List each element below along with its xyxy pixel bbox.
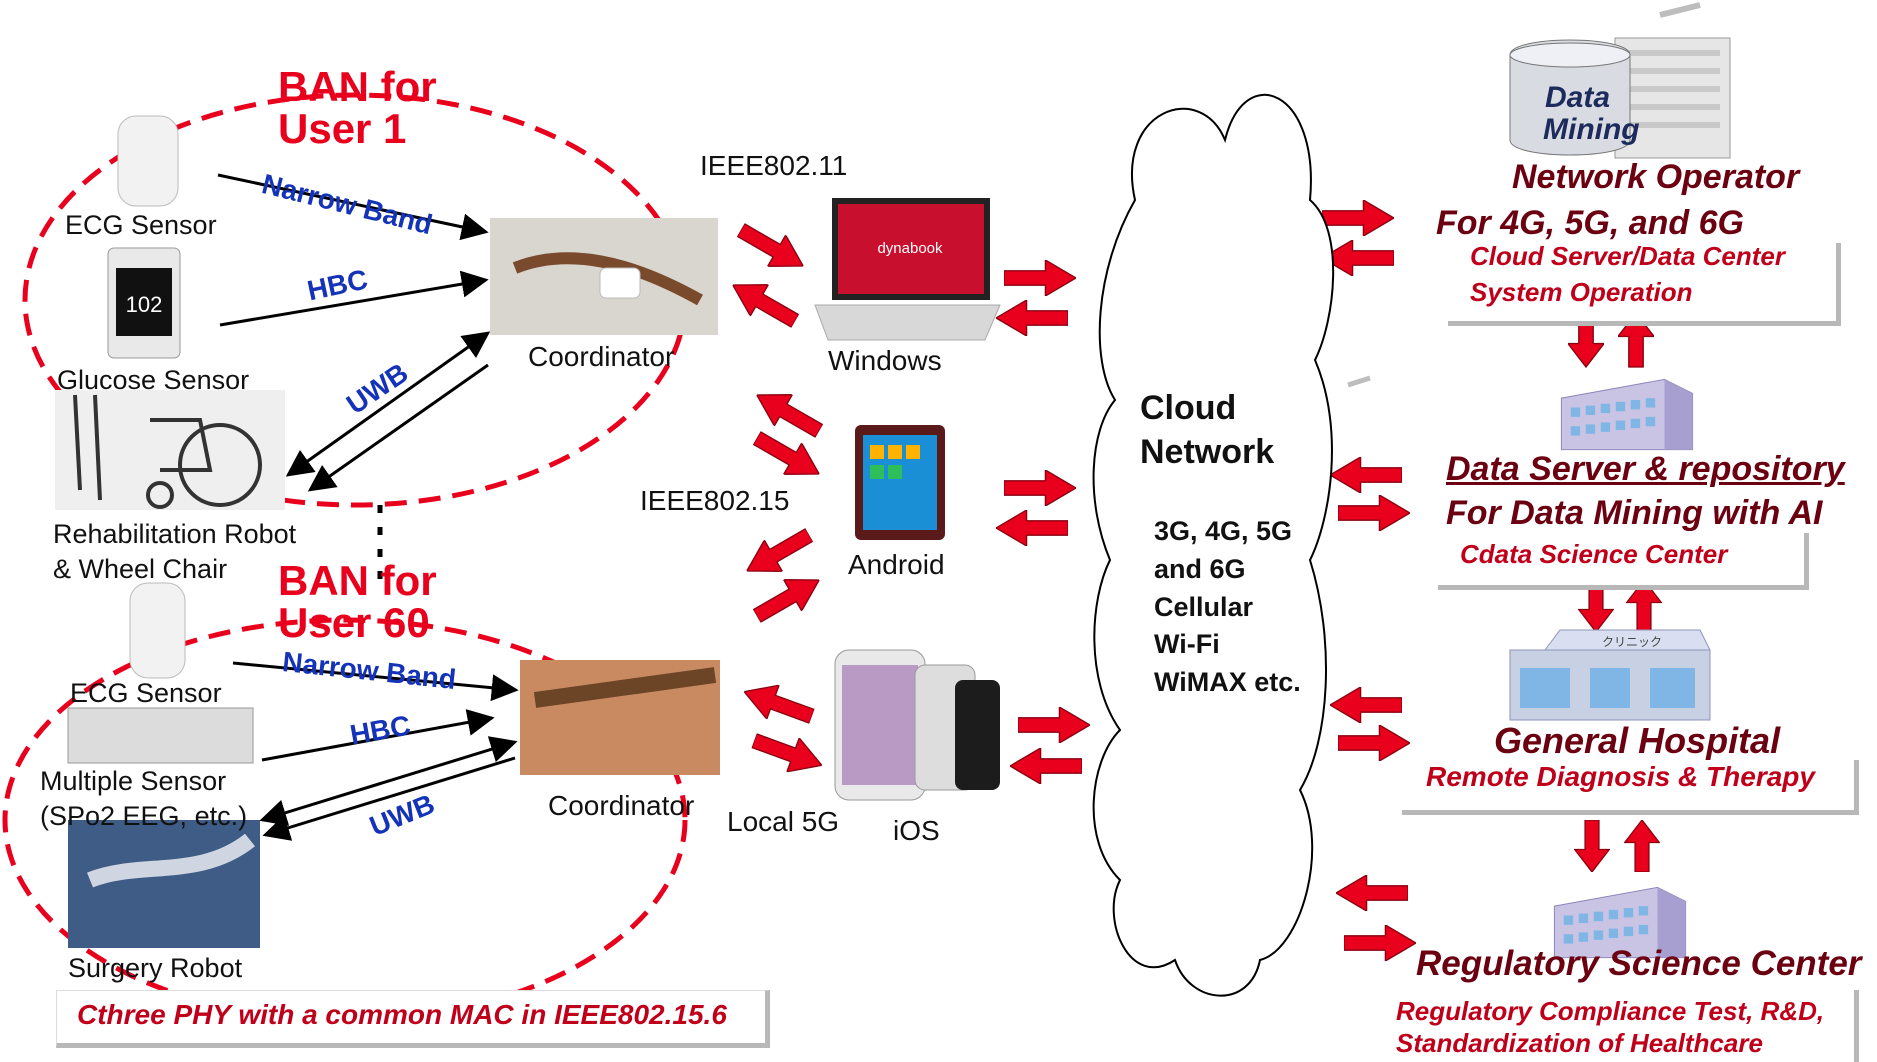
ban-user60-title-line1: BAN for xyxy=(278,557,437,604)
ecg-sensor-image xyxy=(117,115,179,207)
ban-user1-title-line2: User 1 xyxy=(278,105,407,152)
ban-user1-title: BAN for User 1 xyxy=(278,66,437,150)
android-label: Android xyxy=(848,549,945,580)
general-hospital-box-text: Remote Diagnosis & Therapy xyxy=(1426,761,1815,792)
coordinator-bottom-label: Coordinator xyxy=(548,790,695,821)
cloud-list-item: WiMAX etc. xyxy=(1154,667,1301,698)
rehab-robot-label-line1: Rehabilitation Robot xyxy=(53,519,297,549)
cloud-title-line1: Cloud xyxy=(1140,389,1237,427)
data-mining-line2: Mining xyxy=(1543,113,1640,146)
general-hospital-title: General Hospital xyxy=(1494,720,1781,761)
cloud-list-item: Wi-Fi xyxy=(1154,629,1220,660)
network-operator-subtitle: For 4G, 5G, and 6G xyxy=(1436,204,1744,242)
ecg-sensor-bottom-label: ECG Sensor xyxy=(70,678,222,708)
data-server-title: Data Server & repository xyxy=(1446,450,1845,488)
windows-label: Windows xyxy=(828,345,942,376)
ecg-sensor-label: ECG Sensor xyxy=(65,210,217,240)
rehab-robot-label-line2: & Wheel Chair xyxy=(53,554,228,584)
operator-box-line2: System Operation xyxy=(1470,277,1693,307)
ban-user60-ellipse xyxy=(2,617,688,1023)
cloud-list-item: 3G, 4G, 5G xyxy=(1154,516,1293,546)
glucose-display: 102 xyxy=(126,292,163,317)
general-hospital-box: Remote Diagnosis & Therapy xyxy=(1402,760,1859,815)
cloud-title: Cloud Network xyxy=(1140,387,1274,474)
footer-text: Cthree PHY with a common MAC in IEEE802.… xyxy=(77,999,727,1030)
surgery-robot-label: Surgery Robot xyxy=(68,953,243,983)
multiple-sensor-label-line1: Multiple Sensor xyxy=(40,766,227,796)
ban-user60-title: BAN for User 60 xyxy=(278,560,437,644)
tablet-android-image xyxy=(855,425,945,540)
ecg-sensor-bottom-image xyxy=(129,582,186,679)
regulatory-box-line2: Standardization of Healthcare xyxy=(1396,1028,1763,1058)
multiple-sensor-label-line2: (SPo2 EEG, etc.) xyxy=(40,801,248,831)
ios-label: iOS xyxy=(893,815,940,846)
network-operator-box: Cloud Server/Data Center System Operatio… xyxy=(1448,243,1841,326)
local-5g-label: Local 5G xyxy=(727,806,840,837)
coordinator-top-label: Coordinator xyxy=(528,341,675,372)
ieee80211-label: IEEE802.11 xyxy=(700,150,848,181)
phones-ios-image xyxy=(834,649,1000,801)
footer-box: Cthree PHY with a common MAC in IEEE802.… xyxy=(56,990,770,1048)
cloud-network-shape xyxy=(1092,94,1335,997)
cloud-list-item: and 6G xyxy=(1154,553,1246,584)
data-mining-label: Data Mining xyxy=(1543,83,1640,145)
regulatory-box-line1: Regulatory Compliance Test, R&D, xyxy=(1396,996,1825,1026)
cloud-title-line2: Network xyxy=(1140,432,1275,471)
ieee80215-label: IEEE802.15 xyxy=(640,485,790,516)
svg-text:クリニック: クリニック xyxy=(1602,635,1662,649)
network-operator-title: Network Operator xyxy=(1512,158,1800,196)
cloud-list: 3G, 4G, 5G and 6G Cellular Wi-Fi WiMAX e… xyxy=(1154,513,1301,702)
operator-box-line1: Cloud Server/Data Center xyxy=(1470,241,1785,271)
multiple-sensor-image xyxy=(67,707,254,764)
data-server-box: Cdata Science Center xyxy=(1438,533,1809,590)
data-mining-line1: Data xyxy=(1545,81,1611,114)
regulatory-box: Regulatory Compliance Test, R&D, Standar… xyxy=(1374,990,1859,1062)
data-server-box-text: Cdata Science Center xyxy=(1460,539,1728,569)
data-server-subtitle: For Data Mining with AI xyxy=(1446,494,1823,532)
laptop-windows-image: dynabook xyxy=(814,198,1001,341)
ban-user60-title-line2: User 60 xyxy=(278,599,430,646)
glucose-sensor-label: Glucose Sensor xyxy=(57,365,250,395)
data-server-building-image xyxy=(1560,378,1694,451)
ban-user1-title-line1: BAN for xyxy=(278,63,437,110)
data-mining-server-image xyxy=(1509,37,1731,159)
regulatory-title: Regulatory Science Center xyxy=(1416,944,1862,983)
cloud-list-item: Cellular xyxy=(1154,591,1254,622)
svg-text:dynabook: dynabook xyxy=(877,240,943,257)
general-hospital-building-image: クリニック xyxy=(1509,629,1711,721)
